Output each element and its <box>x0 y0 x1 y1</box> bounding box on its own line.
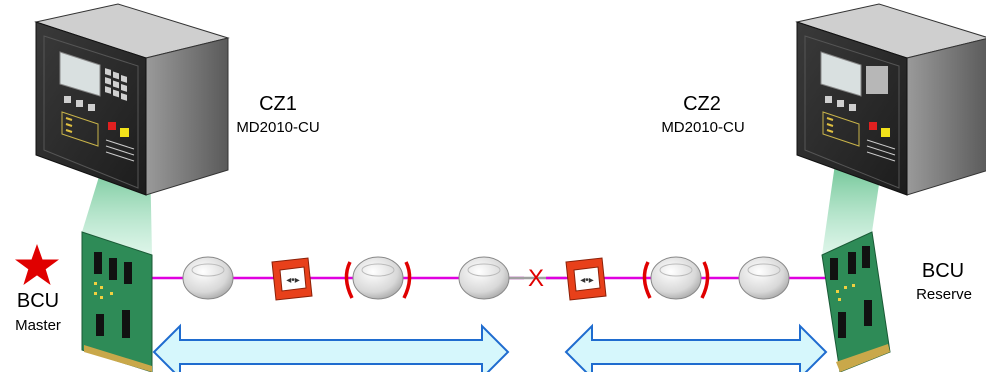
beam-right <box>822 157 883 255</box>
bcu-master-role: Master <box>15 317 61 334</box>
pcb-board-icon <box>81 231 153 372</box>
star-icon <box>15 244 59 285</box>
manual-call-point-icon: ◂•▸ <box>271 257 313 301</box>
svg-text:◂•▸: ◂•▸ <box>286 275 300 286</box>
svg-text:◂•▸: ◂•▸ <box>580 275 594 286</box>
zone-1-model: MD2010-CU <box>236 119 320 136</box>
zone-2-name: CZ2 <box>683 93 721 115</box>
control-unit-cabinet-icon <box>795 3 986 196</box>
bcu-reserve-role: Reserve <box>916 286 972 303</box>
bcu-master-title: BCU <box>16 290 60 312</box>
smoke-detector-icon <box>458 256 510 300</box>
smoke-detector-icon <box>738 256 790 300</box>
double-arrow-icon <box>564 323 828 372</box>
double-arrow-icon <box>152 323 510 372</box>
manual-call-point-icon: ◂•▸ <box>565 257 607 301</box>
smoke-detector-icon <box>642 256 710 300</box>
pcb-board-icon <box>821 231 891 372</box>
bcu-reserve-title: BCU <box>921 260 965 282</box>
zone-1-name: CZ1 <box>259 93 297 115</box>
smoke-detector-icon <box>344 256 412 300</box>
zone-2-model: MD2010-CU <box>661 119 745 136</box>
loop-break-mark: X <box>528 265 544 292</box>
smoke-detector-icon <box>182 256 234 300</box>
control-unit-cabinet-icon <box>34 3 230 196</box>
